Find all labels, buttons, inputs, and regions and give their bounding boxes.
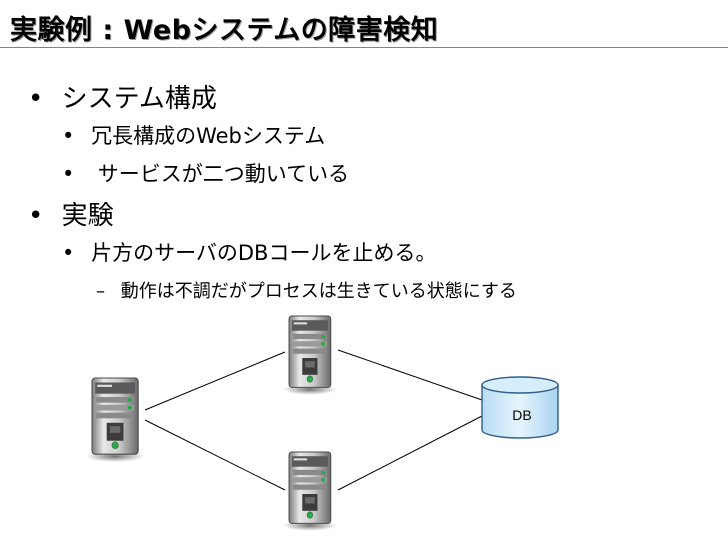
db-label: DB [512, 407, 531, 423]
bullet-text: 動作は不調だがプロセスは生きている状態にする [120, 281, 517, 302]
line-server-bottom-to-db [337, 415, 483, 491]
connection-lines [144, 349, 483, 491]
bullet-stop-db-call: • 片方のサーバのDBコールを止める。 [62, 237, 436, 267]
line-lb-to-server-top [144, 351, 286, 411]
bullet-marker: • [62, 241, 75, 265]
bullet-text: 冗長構成のWebシステム [91, 124, 326, 148]
bullet-text: 片方のサーバのDBコールを止める。 [91, 241, 437, 265]
bullet-marker: • [28, 201, 44, 231]
bullet-experiment: • 実験 [28, 195, 114, 232]
bullet-marker: • [62, 162, 75, 186]
bullet-marker: • [62, 124, 75, 148]
bullet-marker: – [96, 281, 105, 302]
web-server-top-icon [282, 315, 338, 396]
title-underline [0, 47, 728, 48]
line-lb-to-server-bottom [144, 419, 286, 491]
bullet-redundant-web: • 冗長構成のWebシステム [62, 120, 325, 150]
slide-title: 実験例 : Webシステムの障害検知 [10, 15, 439, 46]
bullet-text: システム構成 [61, 84, 217, 114]
bullet-text: サービスが二つ動いている [91, 162, 350, 186]
web-server-bottom-icon [282, 451, 338, 532]
line-server-top-to-db [337, 349, 483, 401]
bullet-two-services: • サービスが二つ動いている [62, 158, 349, 188]
bullet-text: 実験 [61, 201, 114, 231]
bullet-process-alive: – 動作は不調だがプロセスは生きている状態にする [96, 277, 517, 303]
db-cylinder-icon [481, 376, 559, 439]
front-server-icon [85, 377, 146, 463]
bullet-system-config: • システム構成 [28, 78, 217, 115]
bullet-marker: • [28, 84, 44, 114]
